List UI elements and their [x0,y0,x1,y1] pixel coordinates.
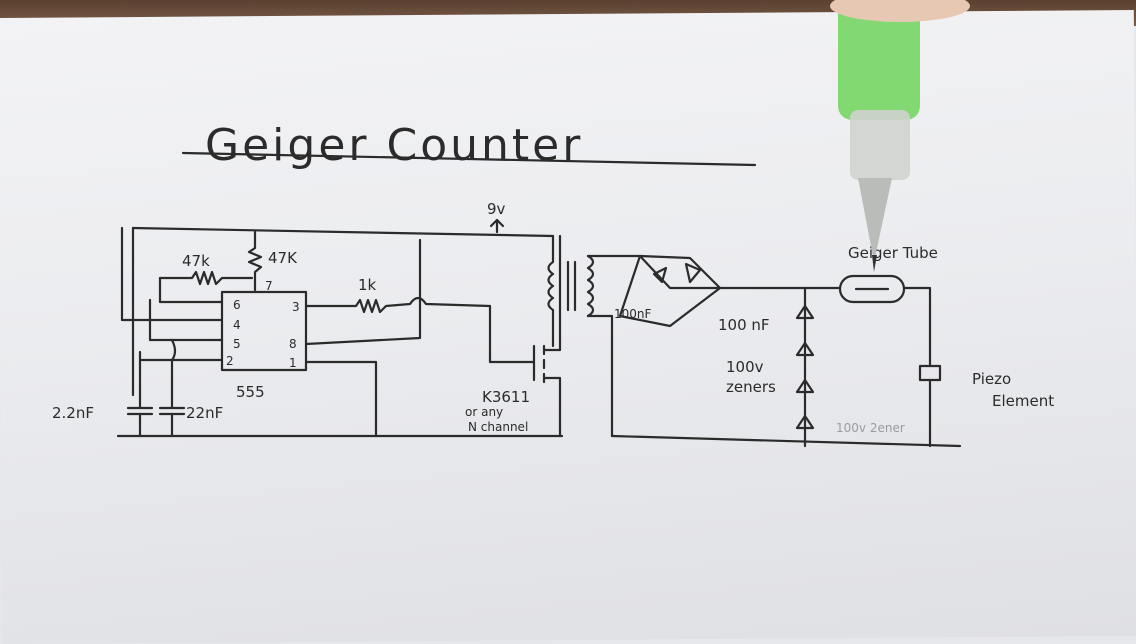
pin2-label: 2 [226,354,234,368]
supply-label: 9v [487,200,506,218]
wire-pin4 [120,226,224,322]
label-mosfet-note-2: N channel [468,420,528,434]
output-rail [718,286,932,362]
label-cap-bridge: 100nF [614,307,652,321]
label-cap-out: 100 nF [718,316,770,334]
pin6-label: 6 [233,298,241,312]
label-zener-1: 100v [726,358,764,376]
label-47k-right: 47K [268,249,298,267]
pin3-label: 3 [292,300,300,314]
label-mosfet: K3611 [482,388,530,406]
top-rail [131,226,555,238]
label-zener-2: zeners [726,378,776,396]
label-piezo-2: Element [992,392,1054,410]
wire-cap-22nf [170,338,177,410]
geiger-tube [838,274,906,304]
pin7-label: 7 [265,279,273,293]
diagram-title: Geiger Counter [205,120,583,171]
pencil [838,0,920,272]
bridge-diodes [652,262,702,284]
supply-arrow [489,218,505,234]
finger [830,0,970,22]
label-47k-left: 47k [182,252,210,270]
transformer-primary [547,234,555,348]
wire-pin6 [158,276,224,304]
label-1k: 1k [358,276,377,294]
label-cap-22nf: 22nF [186,404,223,422]
label-mosfet-note-1: or any [465,405,503,419]
ic-555-body [220,290,308,372]
wire-pin8 [304,238,422,346]
transformer-secondary [586,254,595,318]
cap-22nf [158,406,186,438]
wire-pin1 [304,360,378,438]
pin5-label: 5 [233,337,241,351]
wire-pin2 [138,350,224,362]
label-zener-faint: 100v 2ener [836,421,905,435]
cap-2-2nf [126,406,154,438]
voltage-doubler [618,254,722,328]
pin1-label: 1 [289,356,297,370]
title-underline [181,151,757,167]
resistor-1k [304,296,536,364]
pin4-label: 4 [233,318,241,332]
wire-secondary [586,254,642,438]
pin8-label: 8 [289,337,297,351]
resistor-47k-right [247,230,263,292]
label-tube: Geiger Tube [848,244,938,262]
wire-pin5 [148,298,224,342]
label-piezo-1: Piezo [972,370,1011,388]
ic-label: 555 [236,383,265,401]
mosfet-symbol [532,234,562,438]
label-cap-2-2nf: 2.2nF [52,404,94,422]
transformer-core [566,260,577,312]
piezo-element [918,358,942,448]
zener-diodes [795,304,815,430]
resistor-47k-left [158,270,254,286]
ground-rail-right [610,434,962,448]
